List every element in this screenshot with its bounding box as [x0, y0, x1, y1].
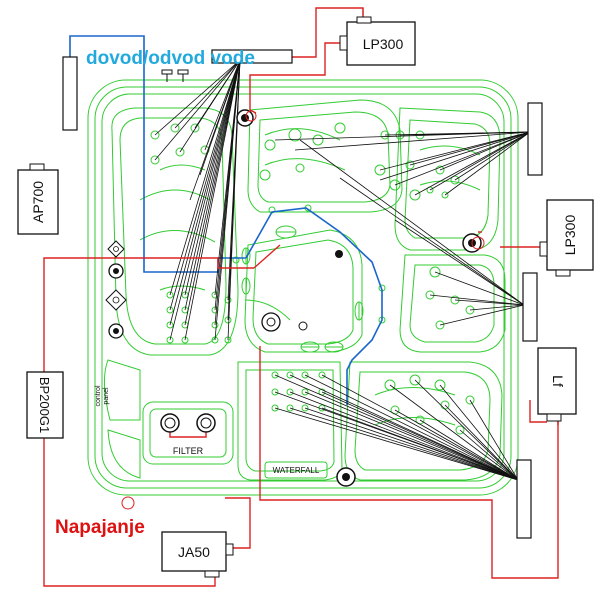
- hose-right-middle-3: [439, 304, 525, 326]
- hose-right-bottom-12: [389, 384, 519, 481]
- hose-right-top-12: [294, 131, 531, 151]
- ja50-label: JA50: [178, 544, 210, 560]
- ap700-label: AP700: [30, 181, 46, 223]
- hose-right-top-6: [409, 131, 531, 166]
- lp300-top-pump: LP300: [339, 16, 416, 66]
- left-side-jets: [105, 240, 127, 339]
- hose-top-7: [169, 59, 241, 311]
- hose-top-3: [154, 59, 241, 161]
- hose-right-top-8: [454, 131, 531, 181]
- hose-right-top-9: [429, 131, 531, 191]
- air-valve-knobs: [161, 69, 189, 82]
- hose-top-13: [184, 59, 241, 341]
- hose-right-top-5: [414, 131, 531, 196]
- hose-right-middle-0: [434, 271, 525, 306]
- hose-right-bottom-18: [459, 429, 519, 481]
- hose-top-20: [227, 59, 241, 341]
- hose-right-bottom-6: [304, 391, 519, 481]
- hose-right-middle-1: [429, 294, 525, 306]
- lp300-right-pump: LP300: [539, 199, 594, 277]
- filter-cartridges: [160, 413, 216, 433]
- suction-fitting-right: [462, 233, 485, 253]
- lp300-top-label: LP300: [363, 36, 404, 52]
- hose-top-12: [184, 59, 241, 326]
- air-manifold-top: [211, 49, 293, 64]
- ap700-blower: AP700: [17, 163, 59, 235]
- power-supply-label: Napajanje: [55, 517, 145, 538]
- hose-top-22: [189, 59, 241, 201]
- hose-top-5: [204, 59, 241, 151]
- hose-right-middle-5: [299, 139, 525, 306]
- air-manifold-right-middle: [522, 272, 538, 342]
- hose-right-bottom-19: [469, 399, 519, 481]
- water-supply-label: dovod/odvod vode: [86, 48, 255, 69]
- lf-light-unit: Lf: [537, 347, 577, 422]
- hose-right-bottom-7: [321, 391, 519, 481]
- hose-top-17: [214, 59, 241, 341]
- filter-label: FILTER: [173, 446, 204, 456]
- hose-top-0: [154, 59, 241, 136]
- hose-right-bottom-5: [289, 391, 519, 481]
- hose-right-middle-4: [469, 304, 525, 311]
- control-panel-label-1: control: [95, 385, 102, 406]
- control-panel-label-2: panel: [103, 387, 110, 405]
- hose-right-bottom-1: [289, 374, 519, 481]
- hose-right-bottom-3: [321, 374, 519, 481]
- hose-right-bottom-16: [419, 419, 519, 481]
- hose-right-top-4: [394, 131, 531, 186]
- hose-top-11: [184, 59, 241, 311]
- hose-right-bottom-8: [274, 407, 519, 481]
- hose-right-middle-2: [454, 299, 525, 306]
- hose-right-bottom-11: [321, 407, 519, 481]
- power-wires: [43, 7, 559, 587]
- air-manifold-right-bottom: [516, 459, 532, 539]
- lf-label: Lf: [550, 375, 566, 387]
- hose-right-top-11: [274, 131, 531, 141]
- footwell-drain: [261, 250, 343, 332]
- hose-right-top-3: [379, 131, 531, 171]
- hose-top-10: [184, 59, 241, 296]
- air-hoses: [154, 59, 531, 481]
- hose-right-top-13: [379, 131, 531, 181]
- suction-fitting-bottom: [336, 467, 356, 487]
- jet-nozzles: [150, 122, 475, 435]
- hose-top-9: [169, 59, 241, 341]
- hose-right-bottom-14: [439, 384, 519, 481]
- hose-right-top-10: [444, 131, 531, 196]
- lp300-right-label: LP300: [562, 215, 578, 256]
- hose-top-1: [174, 59, 241, 129]
- hose-right-bottom-9: [289, 407, 519, 481]
- hose-right-middle-6: [339, 177, 525, 306]
- hose-right-bottom-2: [304, 374, 519, 481]
- hose-right-top-7: [439, 131, 531, 171]
- tub-outline: [87, 79, 519, 496]
- suction-fitting-top: [236, 109, 257, 127]
- bp200g1-controller: BP200G1: [26, 371, 64, 439]
- ja50-heater: JA50: [161, 531, 234, 578]
- waterfall-label: WATERFALL: [273, 466, 320, 475]
- hose-right-bottom-10: [304, 407, 519, 481]
- hose-top-4: [179, 59, 241, 153]
- hose-right-bottom-17: [444, 404, 519, 481]
- hose-right-middle-7: [394, 219, 525, 306]
- hose-right-bottom-13: [414, 379, 519, 481]
- hose-right-bottom-15: [394, 409, 519, 481]
- hose-right-bottom-0: [274, 374, 519, 481]
- air-manifold-right-top: [527, 102, 543, 176]
- red-ring-marker: [121, 496, 135, 510]
- bp200g1-label: BP200G1: [37, 377, 52, 433]
- hose-top-6: [169, 59, 241, 296]
- hose-top-8: [169, 59, 241, 326]
- air-manifold-left: [62, 56, 78, 131]
